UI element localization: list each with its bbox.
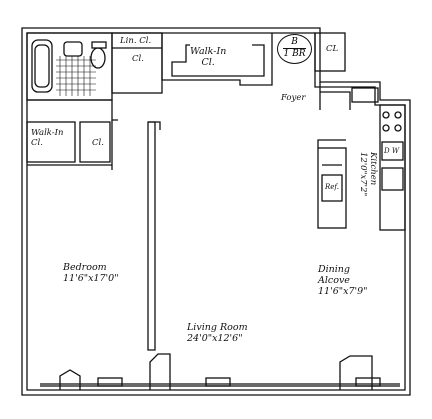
unit-badge-type: 1 BR — [283, 48, 306, 59]
kitchen-name: Kitchen — [368, 152, 378, 186]
walk-in-closet-left — [26, 121, 76, 163]
kitchen-label: Kitchen 12'0"x7'2" — [354, 152, 378, 212]
bedroom-label: Bedroom 11'6"x17'0" — [63, 262, 119, 284]
linen-closet-label: Lin. Cl. — [120, 36, 152, 46]
walk-in-closet-upper-label: Walk-In Cl. — [190, 46, 226, 68]
bedroom-wall — [147, 121, 156, 351]
dining-size: 11'6"x7'9" — [318, 286, 368, 297]
outer-wall — [21, 27, 411, 396]
walk-in-upper-line1: Walk-In — [190, 46, 227, 57]
walk-in-closet-upper — [161, 33, 273, 86]
kitchen-left-counter — [317, 147, 347, 229]
refrigerator-label: Ref. — [325, 183, 339, 191]
closet-left — [79, 121, 111, 163]
sink — [63, 41, 83, 57]
closet-left-label: Cl. — [92, 138, 104, 148]
foyer-label: Foyer — [281, 93, 306, 103]
walk-in-left-line2: Cl. — [31, 138, 43, 148]
entry-door — [319, 82, 351, 110]
walk-in-left-line1: Walk-In — [31, 128, 64, 138]
window-strip — [40, 377, 400, 387]
kitchen-counter — [379, 104, 406, 231]
walk-in-upper-line2: Cl. — [201, 57, 215, 68]
dining-alcove-label: Dining Alcove 11'6"x7'9" — [318, 264, 368, 297]
toilet — [90, 47, 106, 69]
closet-cl — [314, 32, 346, 72]
bedroom-name: Bedroom — [63, 262, 107, 273]
dishwasher-label: D W — [384, 147, 400, 155]
closet-label-upper: Cl. — [132, 54, 144, 64]
bath-tiles — [56, 56, 96, 96]
dining-line1: Dining — [318, 264, 351, 275]
unit-badge: B 1 BR — [277, 34, 312, 64]
walk-in-closet-left-label: Walk-In Cl. — [31, 128, 64, 148]
closet-top-right-label: CL — [326, 44, 339, 54]
bedroom-size: 11'6"x17'0" — [63, 273, 119, 284]
refrigerator — [321, 174, 343, 202]
bathtub — [31, 39, 53, 93]
unit-badge-letter: B — [291, 37, 298, 47]
kitchen-size: 12'0"x7'2" — [358, 152, 368, 197]
dining-line2: Alcove — [318, 275, 350, 286]
living-size: 24'0"x12'6" — [187, 333, 243, 344]
living-room-label: Living Room 24'0"x12'6" — [187, 322, 248, 344]
living-name: Living Room — [187, 322, 248, 333]
